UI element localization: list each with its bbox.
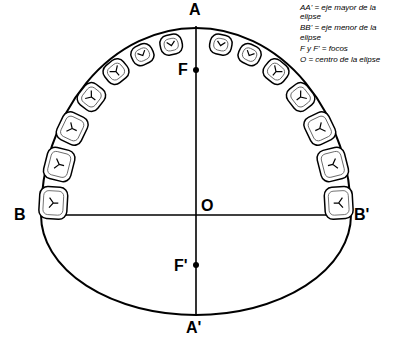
tooth (42, 145, 77, 183)
point-label: O (201, 198, 213, 214)
focus-dot (193, 67, 199, 73)
legend-note: BB' = eje menor de la elipse (300, 23, 398, 41)
legend-note: O = centro de la elipse (300, 55, 398, 64)
tooth (54, 109, 91, 148)
tooth (38, 186, 68, 220)
tooth (158, 33, 184, 57)
tooth (283, 79, 318, 114)
tooth (100, 55, 132, 87)
point-label: B (14, 207, 26, 223)
tooth (315, 145, 350, 183)
tooth (301, 109, 338, 148)
point-label: B' (354, 207, 369, 223)
tooth (208, 33, 234, 57)
legend-note: F y F' = focos (300, 44, 398, 53)
focus-dot (193, 262, 199, 268)
tooth (324, 186, 354, 220)
tooth (235, 41, 264, 69)
tooth (260, 55, 293, 87)
tooth (74, 79, 109, 114)
point-label: F (178, 62, 188, 78)
tooth (128, 41, 157, 69)
point-label: A (189, 2, 201, 18)
point-label: F' (174, 258, 188, 274)
legend-note: AA' = eje mayor de la elipse (300, 3, 398, 21)
minor-axis (52, 214, 340, 216)
point-label: A' (186, 320, 201, 336)
